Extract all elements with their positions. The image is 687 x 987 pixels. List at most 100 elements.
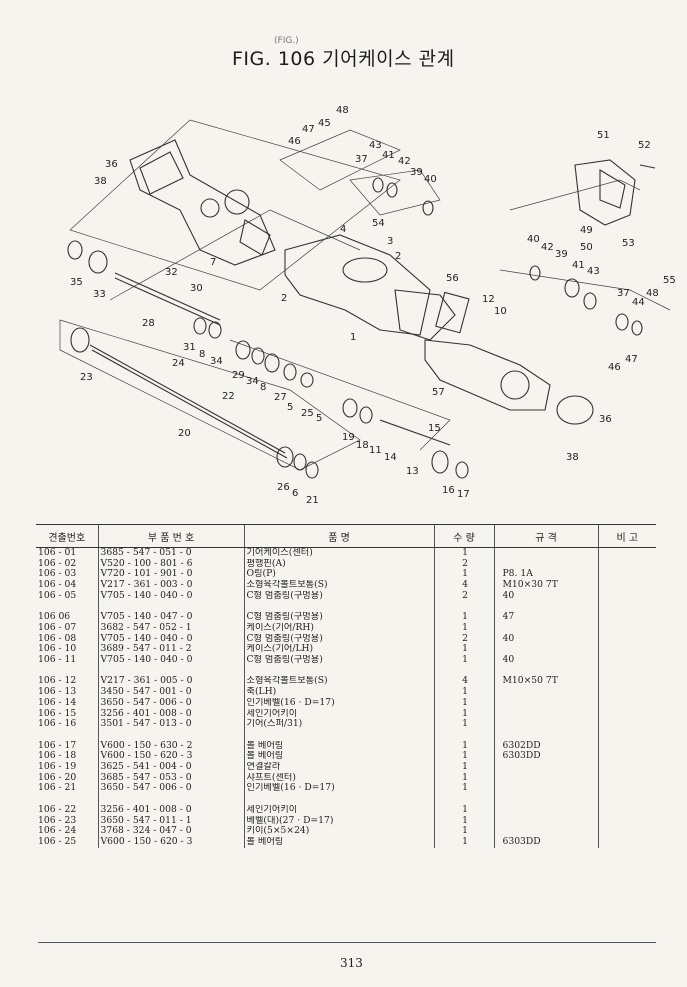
svg-text:12: 12 [482,294,495,305]
svg-text:19: 19 [342,432,355,443]
cell-spec [493,826,598,837]
spacer-cell [433,665,494,677]
svg-text:20: 20 [178,428,191,439]
cell-part-number: 3501 - 547 - 013 - 0 [97,719,244,730]
cell-part-number: 3650 - 547 - 006 - 0 [97,697,244,709]
cell-spec [493,772,598,784]
svg-text:10: 10 [494,306,507,317]
cell-part-number: V217 - 361 - 003 - 0 [97,580,244,591]
cell-ref-no: 106 - 04 [38,580,77,591]
cell-quantity: 1 [433,644,494,656]
cell-remarks [597,708,656,720]
svg-text:8: 8 [260,382,266,393]
spacer-cell [493,665,598,677]
cell-spec: 40 [493,655,598,666]
svg-text:4: 4 [340,224,346,235]
cell-part-name: 평행핀(A) [243,558,434,570]
svg-text:35: 35 [70,277,83,288]
cell-remarks [597,687,656,698]
svg-text:45: 45 [318,118,331,129]
spacer-cell [243,665,434,677]
cell-quantity: 1 [433,783,494,795]
svg-text:2: 2 [281,293,287,304]
cell-quantity: 1 [433,612,494,623]
svg-text:28: 28 [142,318,155,329]
svg-text:21: 21 [306,495,319,506]
cell-part-name: O링(P) [243,569,434,581]
cell-remarks [597,612,656,623]
cell-part-name: 소형육각볼트보통(S) [243,676,434,688]
cell-remarks [597,655,656,666]
cell-spec: P8. 1A [493,569,598,581]
cell-ref-no: 106 - 02 [38,558,77,569]
svg-text:46: 46 [608,362,621,373]
cell-part-number: 3256 - 401 - 008 - 0 [97,708,244,720]
cell-spec: 6303DD [493,836,598,848]
svg-text:41: 41 [382,150,395,161]
cell-ref-no: 106 - 22 [38,804,77,815]
cell-part-name: 키이(5×5×24) [243,826,434,837]
spacer-cell [493,601,598,613]
header-part-name: 품 명 [243,524,434,548]
svg-text:3: 3 [387,236,393,247]
cell-spec: 40 [493,590,598,602]
cell-quantity: 1 [433,687,494,698]
svg-text:49: 49 [580,225,593,236]
cell-quantity: 1 [433,569,494,581]
header-remarks: 비 고 [597,524,656,548]
figure-title: 기어케이스 관계 [322,48,455,70]
table-spacer-row [36,794,656,805]
cell-remarks [597,772,656,784]
cell-part-number: 3685 - 547 - 053 - 0 [97,772,244,784]
cell-spec [493,558,598,570]
cell-part-name: 베벨(대)(27 · D=17) [243,815,434,827]
spacer-cell [243,729,434,741]
cell-part-number: V705 - 140 - 047 - 0 [97,612,244,623]
page-title: FIG. 106 기어케이스 관계 [232,44,455,71]
cell-part-name: 소형육각볼트보통(S) [243,580,434,591]
cell-quantity: 1 [433,719,494,730]
cell-quantity: 1 [433,815,494,827]
svg-text:38: 38 [566,452,579,463]
svg-text:57: 57 [432,387,445,398]
spacer-cell [597,729,656,741]
cell-ref-no: 106 - 16 [38,719,77,730]
cell-ref-no: 106 - 01 [38,547,77,558]
cell-spec [493,762,598,773]
bracket-assembly [574,159,656,226]
svg-text:32: 32 [165,267,178,278]
svg-text:24: 24 [172,358,185,369]
cell-ref-no: 106 - 11 [38,655,77,666]
cell-part-number: 3650 - 547 - 011 - 1 [97,815,244,827]
cell-remarks [597,580,656,591]
gear-case-lh [424,339,594,425]
cell-quantity: 2 [433,558,494,570]
cell-part-name: 세인기어키이 [243,804,434,816]
svg-text:56: 56 [446,273,459,284]
cell-part-name: 볼 베어링 [243,740,434,752]
cell-spec: 6302DD [493,740,598,752]
svg-text:46: 46 [288,136,301,147]
cell-remarks [597,804,656,816]
gear-case-rh [284,234,470,341]
cell-part-number: V720 - 101 - 901 - 0 [97,569,244,581]
cell-spec: 47 [493,612,598,623]
cell-part-name: 케이스(기어/LH) [243,644,434,656]
svg-text:43: 43 [369,140,382,151]
cell-remarks [597,590,656,602]
spacer-cell [597,794,656,805]
cell-remarks [597,762,656,773]
cell-ref-no: 106 - 24 [38,826,77,837]
cell-spec [493,622,598,634]
svg-text:53: 53 [622,238,635,249]
